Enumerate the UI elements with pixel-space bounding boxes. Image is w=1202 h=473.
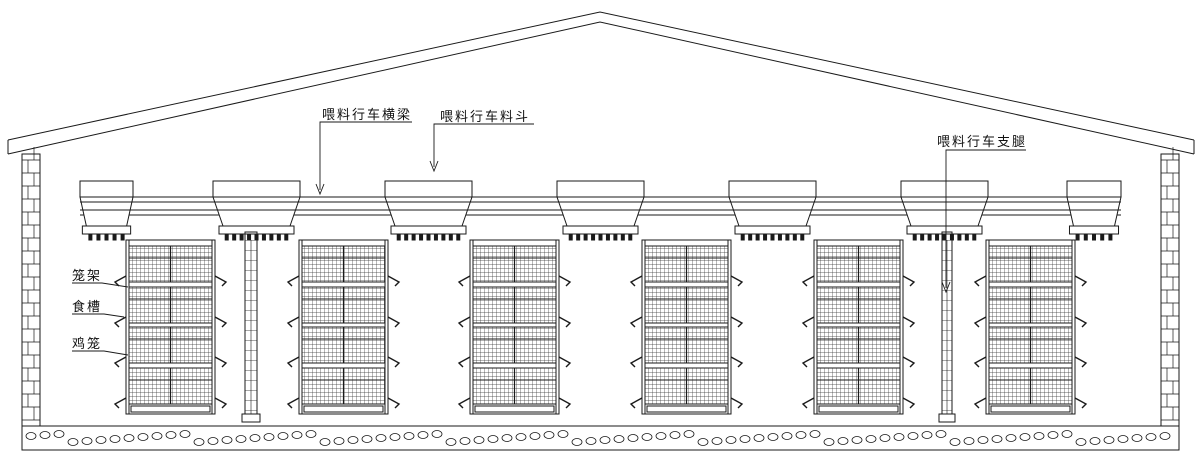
cage-row (113, 239, 228, 415)
hopper (79, 180, 134, 241)
carriage-leg (938, 231, 956, 423)
left-wall (21, 147, 41, 427)
hopper (1066, 180, 1122, 241)
hopper-label: 喂料行车料斗 (440, 110, 531, 125)
leg-label: 喂料行车支腿 (937, 135, 1028, 150)
cage-row (629, 239, 744, 415)
trough-label: 食槽 (72, 300, 103, 315)
hopper (728, 180, 817, 241)
chicken-cage-label: 鸡笼 (72, 337, 103, 352)
cage-row (457, 239, 572, 415)
carriage-leg (241, 231, 261, 423)
right-wall (1160, 147, 1180, 427)
cage-frame-label: 笼架 (72, 269, 103, 284)
hopper (384, 180, 473, 241)
cage-row (801, 239, 916, 415)
cage-row (973, 239, 1088, 415)
hopper (556, 180, 645, 241)
floor-foundation (21, 425, 1180, 451)
hopper (212, 180, 301, 241)
beam-label: 喂料行车横梁 (322, 108, 413, 123)
hopper (900, 180, 989, 241)
cage-row (286, 239, 401, 415)
roof (7, 11, 1195, 155)
